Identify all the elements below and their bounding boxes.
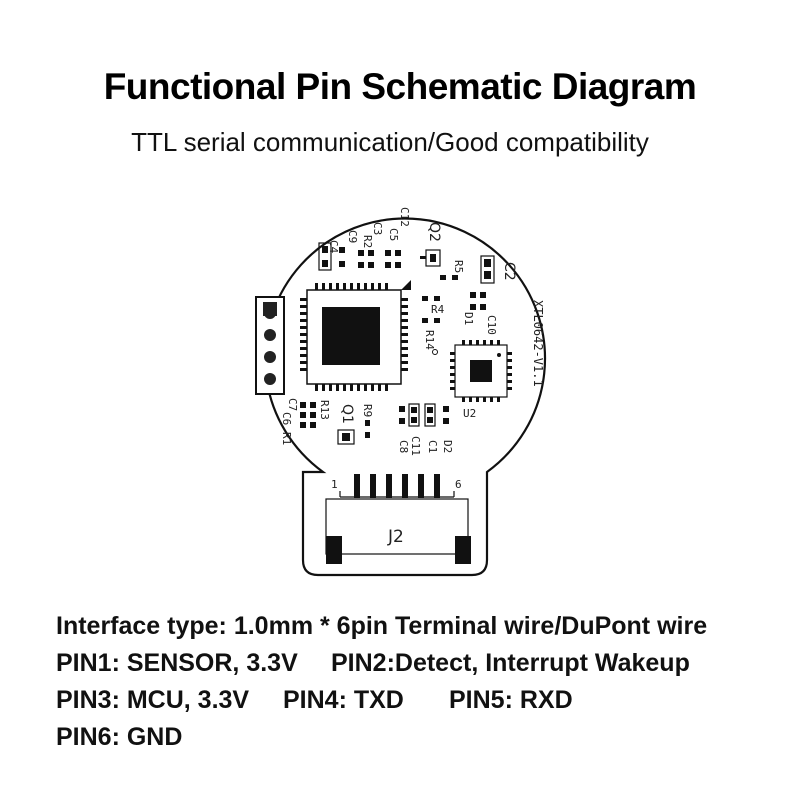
label-r14: R14: [423, 330, 436, 350]
spec-pin2: PIN2:Detect, Interrupt Wakeup: [331, 649, 690, 677]
mcu-chip: [300, 280, 411, 391]
label-c10: C10: [485, 315, 498, 335]
label-pin-6: 6: [455, 478, 462, 491]
spec-pin4: PIN4: TXD: [283, 686, 404, 714]
connector-j2: J2 1 6: [325, 474, 471, 564]
page-title: Functional Pin Schematic Diagram: [103, 66, 697, 107]
silkscreen-labels: C4 C9 C3 R2 C12 C5 Q2 R5 C2 R4 R14 D1 C1…: [280, 207, 545, 456]
label-c4: C4: [327, 240, 340, 254]
sensor-chip: [450, 340, 512, 402]
label-r13: R13: [318, 400, 331, 420]
label-c2: C2: [501, 262, 517, 281]
label-pin-1: 1: [331, 478, 338, 491]
label-q2: Q2: [426, 222, 442, 242]
label-r2: R2: [361, 235, 374, 248]
page-subtitle: TTL serial communication/Good compatibil…: [131, 127, 649, 157]
label-c3: C3: [371, 222, 384, 235]
spec-pin3: PIN3: MCU, 3.3V: [56, 686, 250, 714]
label-c11: C11: [409, 436, 422, 456]
passive-components: [300, 242, 495, 445]
label-d2: D2: [441, 440, 454, 453]
pcb-board-drawing: C4 C9 C3 R2 C12 C5 Q2 R5 C2 R4 R14 D1 C1…: [255, 207, 547, 577]
spec-pin5: PIN5: RXD: [449, 686, 573, 714]
label-model: XTL0642-V1.1: [531, 300, 545, 387]
label-c7: C7: [286, 398, 299, 411]
label-r9: R9: [361, 404, 374, 417]
header-4pin: [255, 296, 285, 395]
label-c1: C1: [426, 440, 439, 453]
spec-pin6: PIN6: GND: [56, 723, 183, 751]
label-j2: J2: [387, 527, 404, 547]
spec-interface-type: Interface type: 1.0mm * 6pin Terminal wi…: [56, 612, 708, 640]
label-q1: Q1: [339, 404, 355, 424]
label-c6: C6: [280, 412, 293, 425]
spec-pin1: PIN1: SENSOR, 3.3V: [56, 649, 298, 677]
label-u2: U2: [463, 407, 476, 420]
label-c12: C12: [398, 207, 411, 227]
label-r5: R5: [452, 260, 465, 273]
label-r4: R4: [431, 303, 445, 316]
label-r1: R1: [280, 432, 293, 445]
label-c8: C8: [397, 440, 410, 453]
label-c5: C5: [387, 228, 400, 241]
label-d1: D1: [462, 312, 475, 325]
label-c9: C9: [346, 230, 359, 243]
